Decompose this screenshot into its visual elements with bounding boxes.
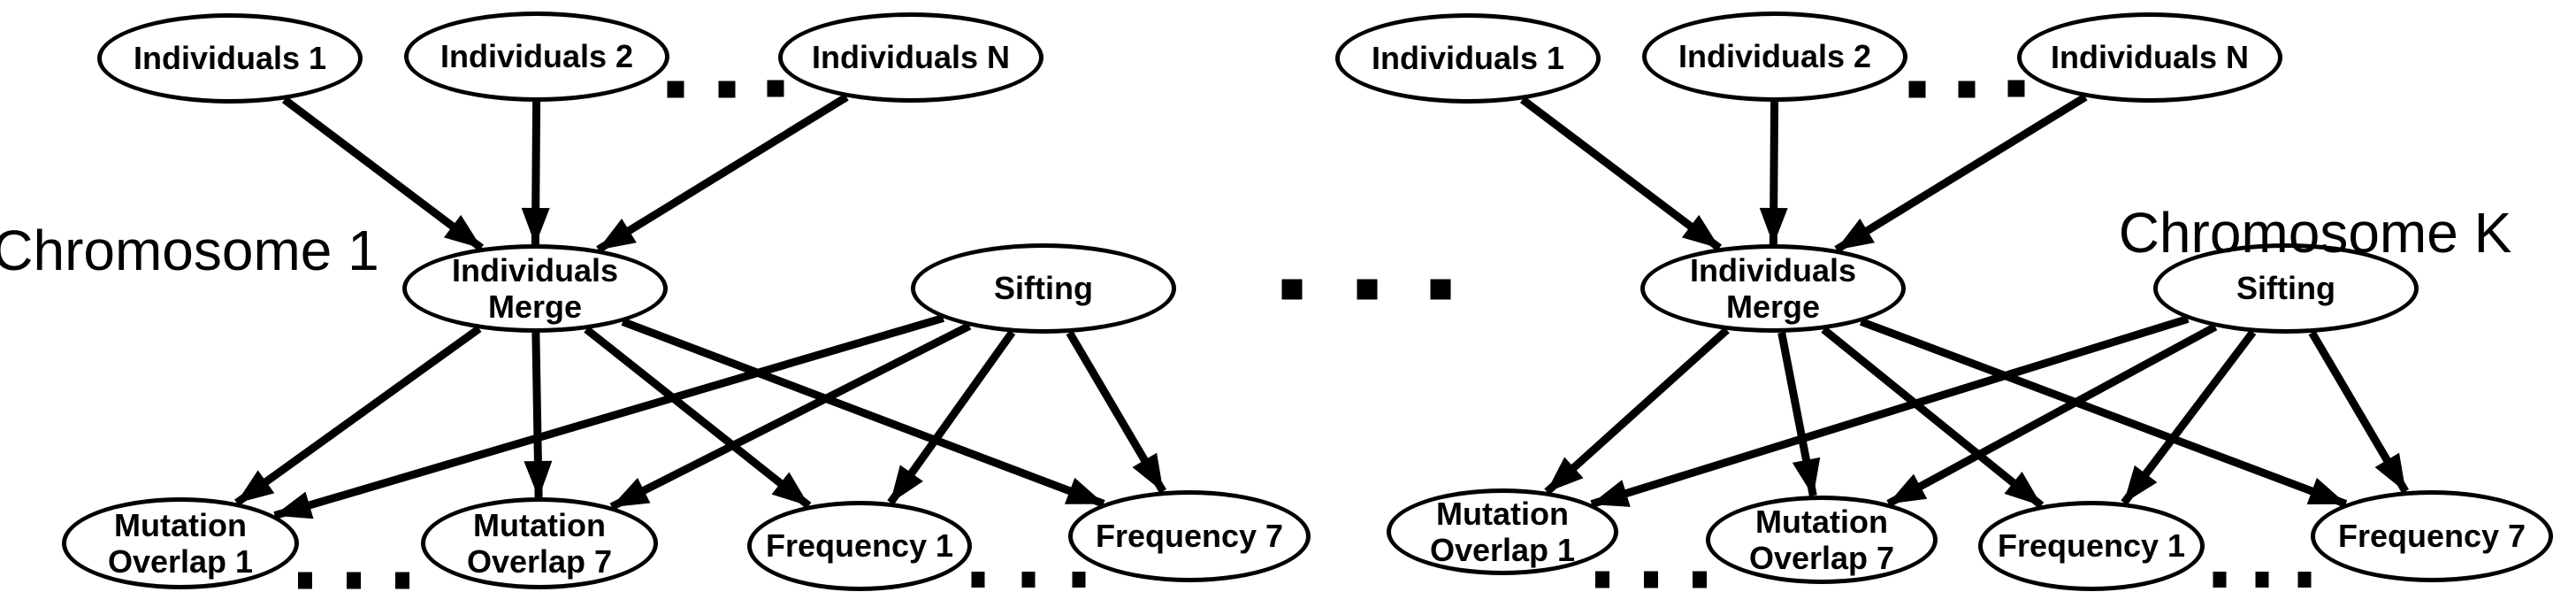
cluster-label-chromosome-1: Chromosome 1: [0, 219, 379, 282]
edge-sifting-k-to-mutation-overlap-1-k: [1590, 315, 2190, 509]
edge-individuals-merge-to-frequency-7: [621, 318, 1105, 508]
node-frequency-7: Frequency 7: [1068, 490, 1311, 582]
node-individuals-n-k: Individuals N: [2017, 12, 2282, 103]
node-individuals-1-k: Individuals 1: [1335, 13, 1601, 104]
ellipsis-dots-group: [298, 80, 2312, 589]
node-individuals-merge: Individuals Merge: [402, 244, 668, 333]
edge-sifting-k-to-frequency-1-k: [2121, 329, 2257, 505]
ellipsis-dot: [971, 572, 985, 588]
separator-dot: [1430, 279, 1451, 300]
edge-sifting-to-mutation-overlap-1: [273, 314, 944, 519]
node-mutation-overlap-7: Mutation Overlap 7: [421, 497, 658, 589]
edge-sifting-to-mutation-overlap-7: [609, 322, 972, 511]
ellipsis-dot: [395, 572, 409, 589]
edge-individuals-2-to-individuals-merge: [521, 101, 550, 246]
ellipsis-dot: [1644, 571, 1658, 588]
ellipsis-dot: [767, 80, 784, 97]
ellipsis-dot: [667, 81, 684, 98]
edge-individuals-merge-k-to-mutation-overlap-1-k: [1544, 327, 1730, 496]
ellipsis-dot: [1595, 571, 1609, 588]
ellipsis-dot: [1693, 571, 1707, 588]
ellipsis-dot: [1072, 572, 1086, 588]
edge-sifting-to-frequency-1: [887, 329, 1016, 505]
node-individuals-2: Individuals 2: [404, 12, 669, 102]
edge-individuals-n-k-to-individuals-merge-k: [1834, 93, 2088, 253]
edge-sifting-to-frequency-7: [1066, 330, 1166, 494]
edge-individuals-1-to-individuals-merge: [281, 96, 485, 251]
edge-individuals-merge-to-mutation-overlap-7: [524, 332, 553, 499]
node-individuals-merge-k: Individuals Merge: [1640, 244, 1906, 333]
edge-sifting-k-to-mutation-overlap-7-k: [1886, 323, 2218, 508]
edge-individuals-2-k-to-individuals-merge-k: [1759, 101, 1788, 246]
edge-sifting-k-to-frequency-7-k: [2308, 330, 2409, 494]
ellipsis-dot: [347, 572, 361, 589]
node-frequency-1: Frequency 1: [747, 501, 972, 591]
node-individuals-n: Individuals N: [778, 12, 1043, 103]
edge-individuals-merge-k-to-mutation-overlap-7-k: [1777, 332, 1821, 497]
separator-dot: [1357, 279, 1378, 300]
edge-individuals-1-k-to-individuals-merge-k: [1519, 96, 1723, 251]
edge-individuals-merge-to-frequency-1: [584, 326, 812, 510]
ellipsis-dot: [1958, 81, 1976, 98]
edge-individuals-n-to-individuals-merge: [596, 93, 849, 253]
node-mutation-overlap-1: Mutation Overlap 1: [62, 497, 299, 589]
node-frequency-7-k: Frequency 7: [2311, 490, 2553, 582]
ellipsis-dot: [2297, 572, 2312, 588]
edges-group: [234, 93, 2409, 519]
cluster-label-chromosome-k: Chromosome K: [2118, 201, 2512, 265]
node-individuals-1: Individuals 1: [97, 13, 363, 104]
ellipsis-dot: [2255, 572, 2269, 588]
ellipsis-dot: [1908, 81, 1926, 98]
ellipsis-dot: [298, 572, 312, 589]
node-mutation-overlap-1-k: Mutation Overlap 1: [1387, 488, 1618, 575]
ellipsis-dot: [718, 81, 736, 98]
edge-individuals-merge-k-to-frequency-1-k: [1821, 326, 2045, 509]
node-mutation-overlap-7-k: Mutation Overlap 7: [1706, 496, 1938, 584]
node-individuals-2-k: Individuals 2: [1642, 12, 1907, 102]
node-frequency-1-k: Frequency 1: [1978, 501, 2205, 591]
edge-individuals-merge-k-to-frequency-7-k: [1859, 318, 2348, 508]
node-sifting-k: Sifting: [2153, 243, 2419, 334]
edge-individuals-merge-to-mutation-overlap-1: [234, 325, 482, 506]
ellipsis-dot: [2007, 80, 2025, 97]
ellipsis-dot: [2213, 572, 2227, 588]
ellipsis-dot: [1021, 572, 1036, 588]
node-sifting: Sifting: [911, 243, 1176, 334]
separator-dot: [1281, 279, 1303, 300]
